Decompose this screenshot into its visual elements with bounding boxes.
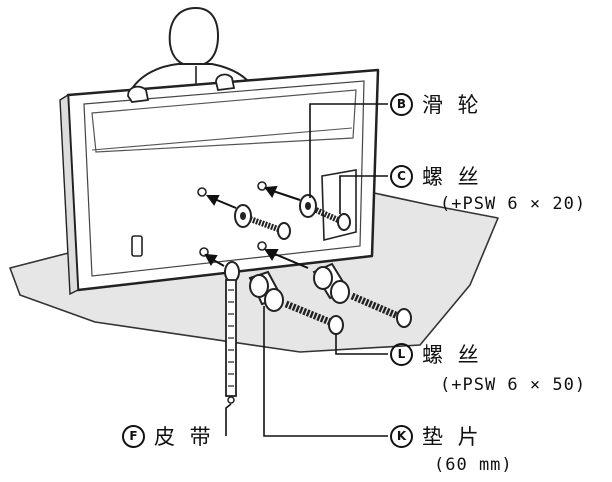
callout-screw-long-spec: (+PSW 6 × 50) [440, 375, 587, 395]
callout-spacer-label: 垫 片 [422, 425, 483, 449]
callout-screw-long-label: 螺 丝 [422, 343, 483, 367]
leader-lines [225, 103, 388, 437]
short-screws [248, 207, 351, 240]
person-left-hand [127, 85, 150, 103]
long-screws [284, 292, 412, 335]
insertion-arrows [204, 185, 309, 269]
callout-c-badge: C [390, 165, 413, 188]
tv-connector-plate [321, 169, 357, 242]
tv-port [131, 235, 143, 257]
callout-pulley-label: 滑 轮 [422, 93, 483, 117]
callout-b-badge: B [390, 93, 413, 116]
callout-k-badge: K [390, 425, 413, 448]
callout-l-badge: L [390, 343, 413, 366]
pulley-washers [234, 194, 317, 228]
callout-spacer-spec: (60 mm) [434, 455, 513, 475]
callout-screw-short-spec: (+PSW 6 × 20) [440, 194, 587, 214]
callout-screw-short-label: 螺 丝 [422, 165, 483, 189]
callout-f-badge: F [122, 425, 145, 448]
mounting-holes [197, 181, 267, 257]
spacers [248, 262, 350, 312]
person-head [168, 6, 220, 68]
belt [224, 261, 240, 404]
person-right-hand [215, 73, 236, 91]
callout-belt-label: 皮 带 [154, 425, 215, 449]
